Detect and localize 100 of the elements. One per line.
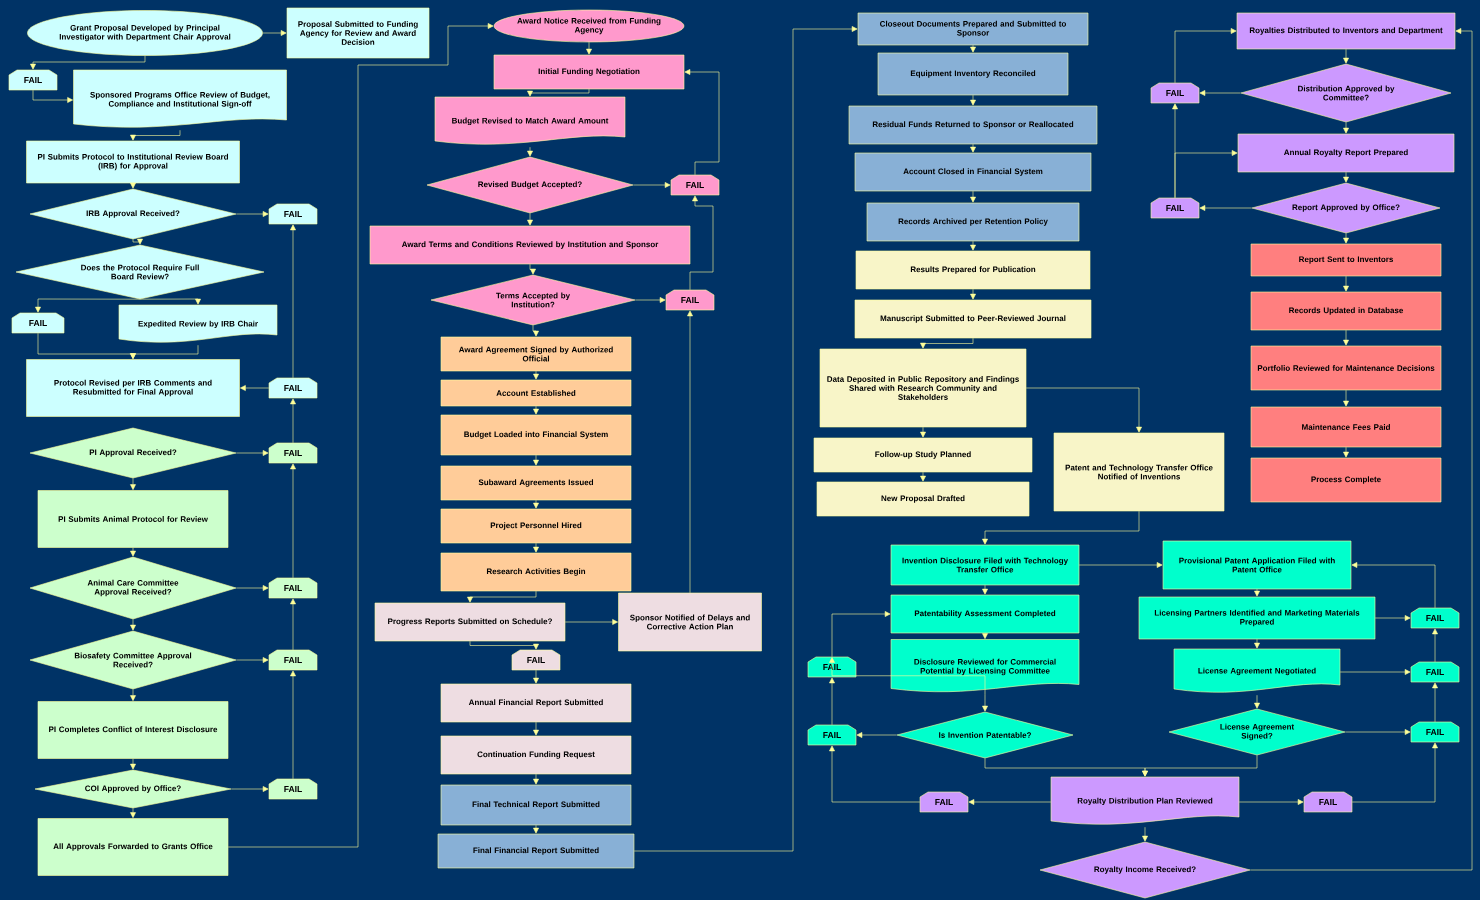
arrow: [527, 88, 590, 97]
process-box: Sponsor Notified of Delays and Corrective Action Plan: [618, 592, 762, 652]
process-box: Final Financial Report Submitted: [437, 833, 635, 869]
arrow: [30, 55, 146, 70]
arrow: [1351, 742, 1438, 803]
off-page-connector: FAIL: [8, 69, 58, 91]
off-page-connector: FAIL: [511, 649, 561, 671]
arrow: [240, 385, 270, 391]
arrow: [1432, 628, 1438, 663]
arrow: [533, 405, 539, 415]
arrow: [533, 370, 539, 380]
process-box: Budget Loaded into Financial System: [440, 414, 632, 456]
process-box: Progress Reports Submitted on Schedule?: [374, 602, 566, 642]
arrow: [527, 146, 533, 157]
arrow: [1343, 329, 1349, 346]
arrow: [634, 297, 666, 303]
off-page-connector: FAIL: [1410, 661, 1460, 683]
process-box: Licensing Partners Identified and Marketing Materials Prepared: [1138, 596, 1376, 640]
arrow: [130, 477, 136, 490]
off-page-connector: FAIL: [665, 289, 715, 311]
process-box: Records Updated in Database: [1250, 291, 1442, 331]
process-box: Records Archived per Retention Policy: [866, 202, 1080, 242]
process-box: PI Submits Protocol to Institutional Review Board (IRB) for Approval: [26, 140, 240, 184]
process-box: Project Personnel Hired: [440, 508, 632, 544]
arrow: [290, 398, 296, 444]
process-box: Award Terms and Conditions Reviewed by Institution and Sponsor: [369, 225, 691, 265]
process-box: PI Completes Conflict of Interest Disclosure: [37, 701, 229, 759]
arrow: [982, 510, 1140, 545]
process-box: Patent and Technology Transfer Office Notified of Inventions: [1053, 432, 1225, 512]
arrow: [1344, 729, 1411, 735]
document-box: Expedited Review by IRB Chair: [118, 304, 278, 343]
arrow: [1142, 754, 1258, 777]
process-box: New Proposal Drafted: [816, 481, 1030, 517]
arrow: [290, 670, 296, 780]
document-box: Royalty Distribution Plan Reviewed: [1050, 776, 1240, 825]
arrow: [970, 44, 976, 53]
process-box: Final Technical Report Submitted: [440, 784, 632, 826]
off-page-connector: FAIL: [1410, 607, 1460, 629]
arrow: [632, 182, 671, 188]
off-page-connector: FAIL: [268, 203, 318, 225]
off-page-connector: FAIL: [670, 174, 720, 196]
process-box: Invention Disclosure Filed with Technology Transfer Office: [890, 544, 1080, 586]
arrow: [586, 41, 592, 55]
arrow: [529, 263, 536, 275]
arrow: [262, 30, 287, 36]
arrow: [130, 344, 199, 359]
arrow: [1343, 232, 1349, 244]
process-box: Research Activities Begin: [440, 552, 632, 592]
arrow: [968, 799, 1052, 805]
arrow: [1374, 615, 1411, 621]
arrow: [564, 619, 618, 625]
arrow: [1432, 682, 1438, 723]
arrow: [290, 598, 296, 651]
off-page-connector: FAIL: [1303, 791, 1353, 813]
arrow: [227, 23, 494, 848]
process-box: Annual Financial Report Submitted: [440, 683, 632, 723]
arrow: [532, 324, 539, 337]
process-box: Closeout Documents Prepared and Submitted to Sponsor: [857, 12, 1089, 46]
arrow: [1025, 387, 1142, 433]
arrow: [1343, 121, 1349, 134]
process-box: Initial Funding Negotiation: [493, 54, 685, 90]
arrow: [1254, 694, 1260, 709]
process-box: Process Complete: [1250, 457, 1442, 503]
arrow: [1343, 275, 1349, 292]
process-box: Account Closed in Financial System: [854, 152, 1092, 192]
arrow: [1343, 389, 1349, 407]
arrow: [32, 89, 73, 103]
arrow: [829, 745, 921, 803]
off-page-connector: FAIL: [268, 778, 318, 800]
arrow: [829, 677, 835, 726]
arrow: [533, 454, 539, 466]
arrow: [1249, 28, 1473, 871]
arrow: [684, 69, 720, 176]
arrow: [533, 721, 539, 736]
arrow: [290, 224, 296, 379]
arrow: [970, 240, 976, 251]
off-page-connector: FAIL: [1150, 82, 1200, 104]
arrow: [1199, 205, 1253, 211]
arrow: [831, 611, 891, 658]
process-box: Annual Royalty Report Prepared: [1237, 133, 1455, 173]
arrow: [533, 669, 539, 684]
arrow: [533, 542, 539, 553]
arrow: [1351, 562, 1436, 609]
arrow: [689, 195, 714, 291]
arrow: [1199, 90, 1242, 96]
off-page-connector: FAIL: [1150, 197, 1200, 219]
arrow: [1238, 799, 1304, 805]
arrow: [982, 584, 988, 595]
arrow: [35, 298, 141, 313]
arrow: [1142, 826, 1148, 842]
arrow: [533, 773, 539, 785]
arrow: [1343, 48, 1349, 64]
document-box: Sponsored Programs Office Review of Budget, Compliance and Institutional Sign-off: [73, 69, 287, 128]
arrow: [533, 499, 539, 509]
arrow: [235, 450, 269, 456]
arrow: [130, 129, 181, 141]
arrow: [139, 298, 201, 305]
process-box: Maintenance Fees Paid: [1250, 406, 1442, 448]
process-box: Residual Funds Returned to Sponsor or Reallocated: [848, 105, 1098, 145]
arrow: [527, 212, 533, 226]
